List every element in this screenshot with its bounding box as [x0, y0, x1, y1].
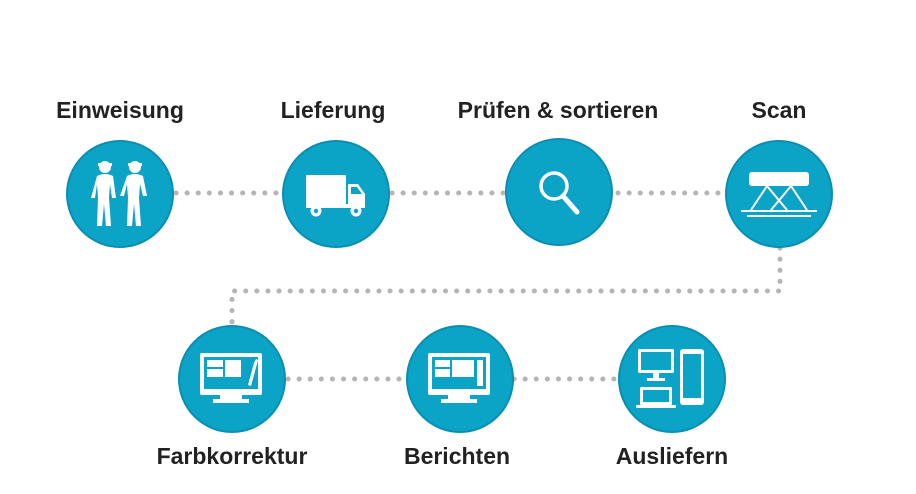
step-circle [66, 140, 174, 248]
step-label: Scan [751, 97, 807, 123]
step-label: Farbkorrektur [156, 443, 308, 469]
step-circle [725, 140, 833, 248]
monitor-pen-icon [200, 353, 262, 403]
step-circle [178, 325, 286, 433]
workers-icon [91, 161, 147, 226]
step-label: Einweisung [56, 97, 184, 123]
step-label: Ausliefern [615, 443, 729, 469]
step-circle [505, 138, 613, 246]
step-circle [406, 325, 514, 433]
step-label: Lieferung [280, 97, 386, 123]
step-circle [618, 325, 726, 433]
connector-scan-farbkorrektur [229, 245, 783, 329]
step-label: Prüfen & sortieren [457, 97, 659, 123]
monitor-icon [428, 353, 490, 403]
scanner-icon [741, 172, 817, 217]
truck-icon [306, 175, 365, 217]
devices-icon [636, 349, 704, 408]
step-circle [282, 140, 390, 248]
step-label: Berichten [403, 443, 511, 469]
magnifier-icon [539, 171, 580, 215]
